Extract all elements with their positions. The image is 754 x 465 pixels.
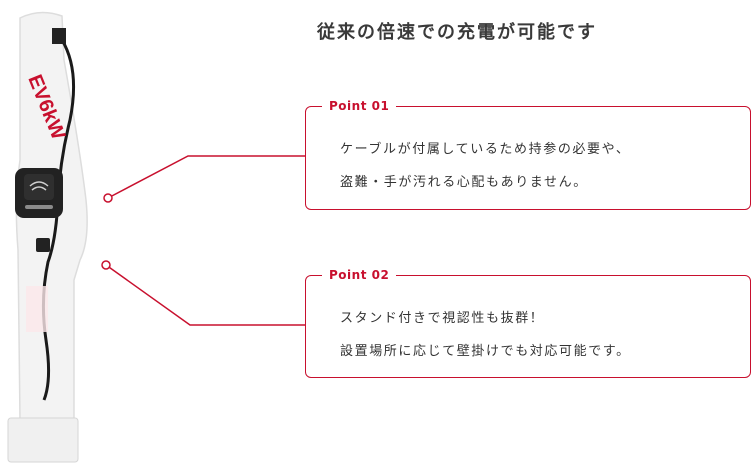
- point-02-box: Point 02 スタンド付きで視認性も抜群！ 設置場所に応じて壁掛けでも対応可…: [305, 267, 751, 378]
- point-02-line-1: スタンド付きで視認性も抜群！: [340, 311, 545, 326]
- label-sticker: [26, 286, 48, 332]
- point-01-line-1: ケーブルが付属しているため持参の必要や、: [340, 142, 631, 157]
- point-02-label: Point 02: [322, 267, 397, 283]
- point-01-line-2: 盗難・手が汚れる心配もありません。: [340, 175, 588, 190]
- point-02-line-2: 設置場所に応じて壁掛けでも対応可能です。: [340, 344, 631, 359]
- connector-dot-2: [101, 260, 111, 270]
- panel-strip: [25, 205, 53, 209]
- charging-cable: [41, 39, 76, 401]
- connector-dot-1: [103, 193, 113, 203]
- cable-connector: [52, 28, 66, 44]
- point-01-label: Point 01: [322, 98, 397, 114]
- connector-line-2: [105, 264, 305, 326]
- section-heading: 従来の倍速での充電が可能です: [317, 22, 597, 43]
- socket: [36, 238, 50, 252]
- signal-icon: [29, 181, 49, 191]
- point-01-box: Point 01 ケーブルが付属しているため持参の必要や、 盗難・手が汚れる心配…: [305, 98, 751, 210]
- ev-charger-stand-image: EV6kW: [7, 11, 88, 463]
- stand-base: [7, 417, 79, 463]
- connector-line-1: [107, 155, 305, 199]
